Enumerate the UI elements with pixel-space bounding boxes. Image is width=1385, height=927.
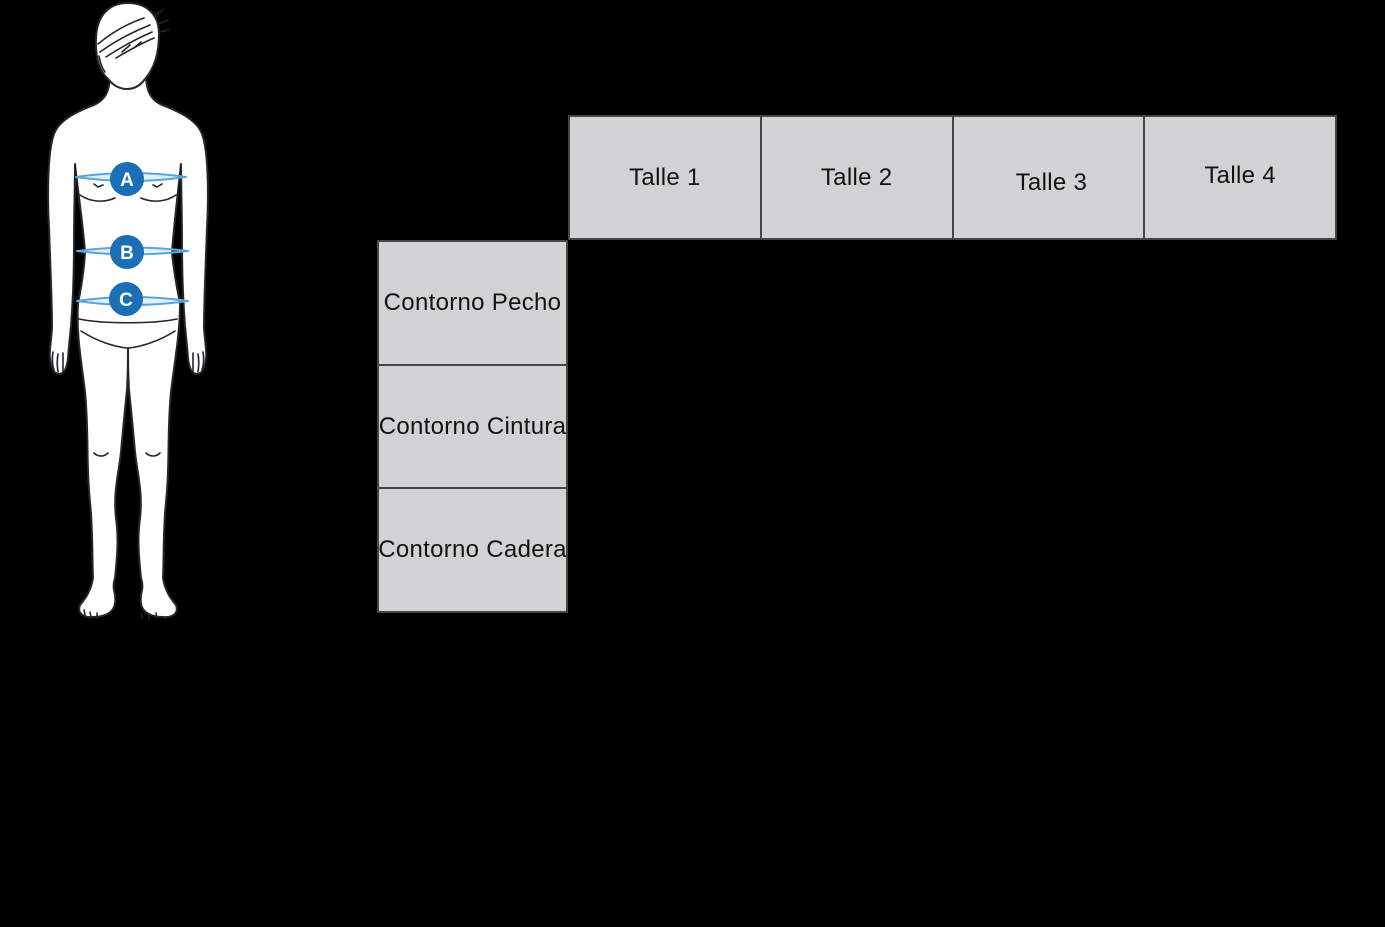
column-header-label: Talle 2 — [820, 163, 893, 191]
marker-b-label: B — [120, 243, 134, 264]
knee-marks — [93, 452, 161, 457]
marker-b-badge — [110, 235, 144, 269]
size-table-column-header-row: Talle 1 Talle 2 Talle 3 Talle 4 — [568, 115, 1337, 240]
marker-c-badge — [109, 282, 143, 316]
row-header-cell-cintura: Contorno Cintura — [379, 366, 566, 490]
row-header-cell-cadera: Contorno Cadera — [378, 489, 567, 611]
hip-measurement-band: C — [76, 282, 189, 316]
head-outline — [94, 2, 160, 90]
hand-foot-detail-lines — [51, 351, 205, 620]
column-header-cell-talle-2: Talle 2 — [762, 117, 954, 238]
marker-a-label: A — [120, 170, 134, 191]
column-header-label: Talle 3 — [1015, 168, 1088, 196]
column-header-cell-talle-4: Talle 4 — [1145, 117, 1335, 238]
size-table-row-header-column: Contorno Pecho Contorno Cintura Contorno… — [377, 240, 568, 613]
body-measurement-figure: A B C — [47, 2, 209, 620]
hair-strokes — [97, 9, 170, 73]
waist-measurement-band: B — [76, 235, 189, 269]
chest-detail-lines — [79, 183, 177, 202]
marker-c-label: C — [119, 290, 133, 311]
row-header-label: Contorno Cadera — [378, 536, 567, 564]
row-header-cell-pecho: Contorno Pecho — [379, 242, 566, 366]
column-header-label: Talle 4 — [1204, 161, 1276, 189]
row-header-label: Contorno Pecho — [383, 288, 562, 316]
column-header-cell-talle-1: Talle 1 — [570, 117, 762, 238]
column-header-label: Talle 1 — [629, 163, 701, 191]
briefs-lines — [78, 318, 178, 349]
marker-a-badge — [110, 162, 144, 196]
column-header-cell-talle-3: Talle 3 — [954, 117, 1146, 238]
chest-measurement-band: A — [75, 162, 187, 196]
row-header-label: Contorno Cintura — [378, 412, 567, 440]
body-outline — [47, 77, 209, 619]
